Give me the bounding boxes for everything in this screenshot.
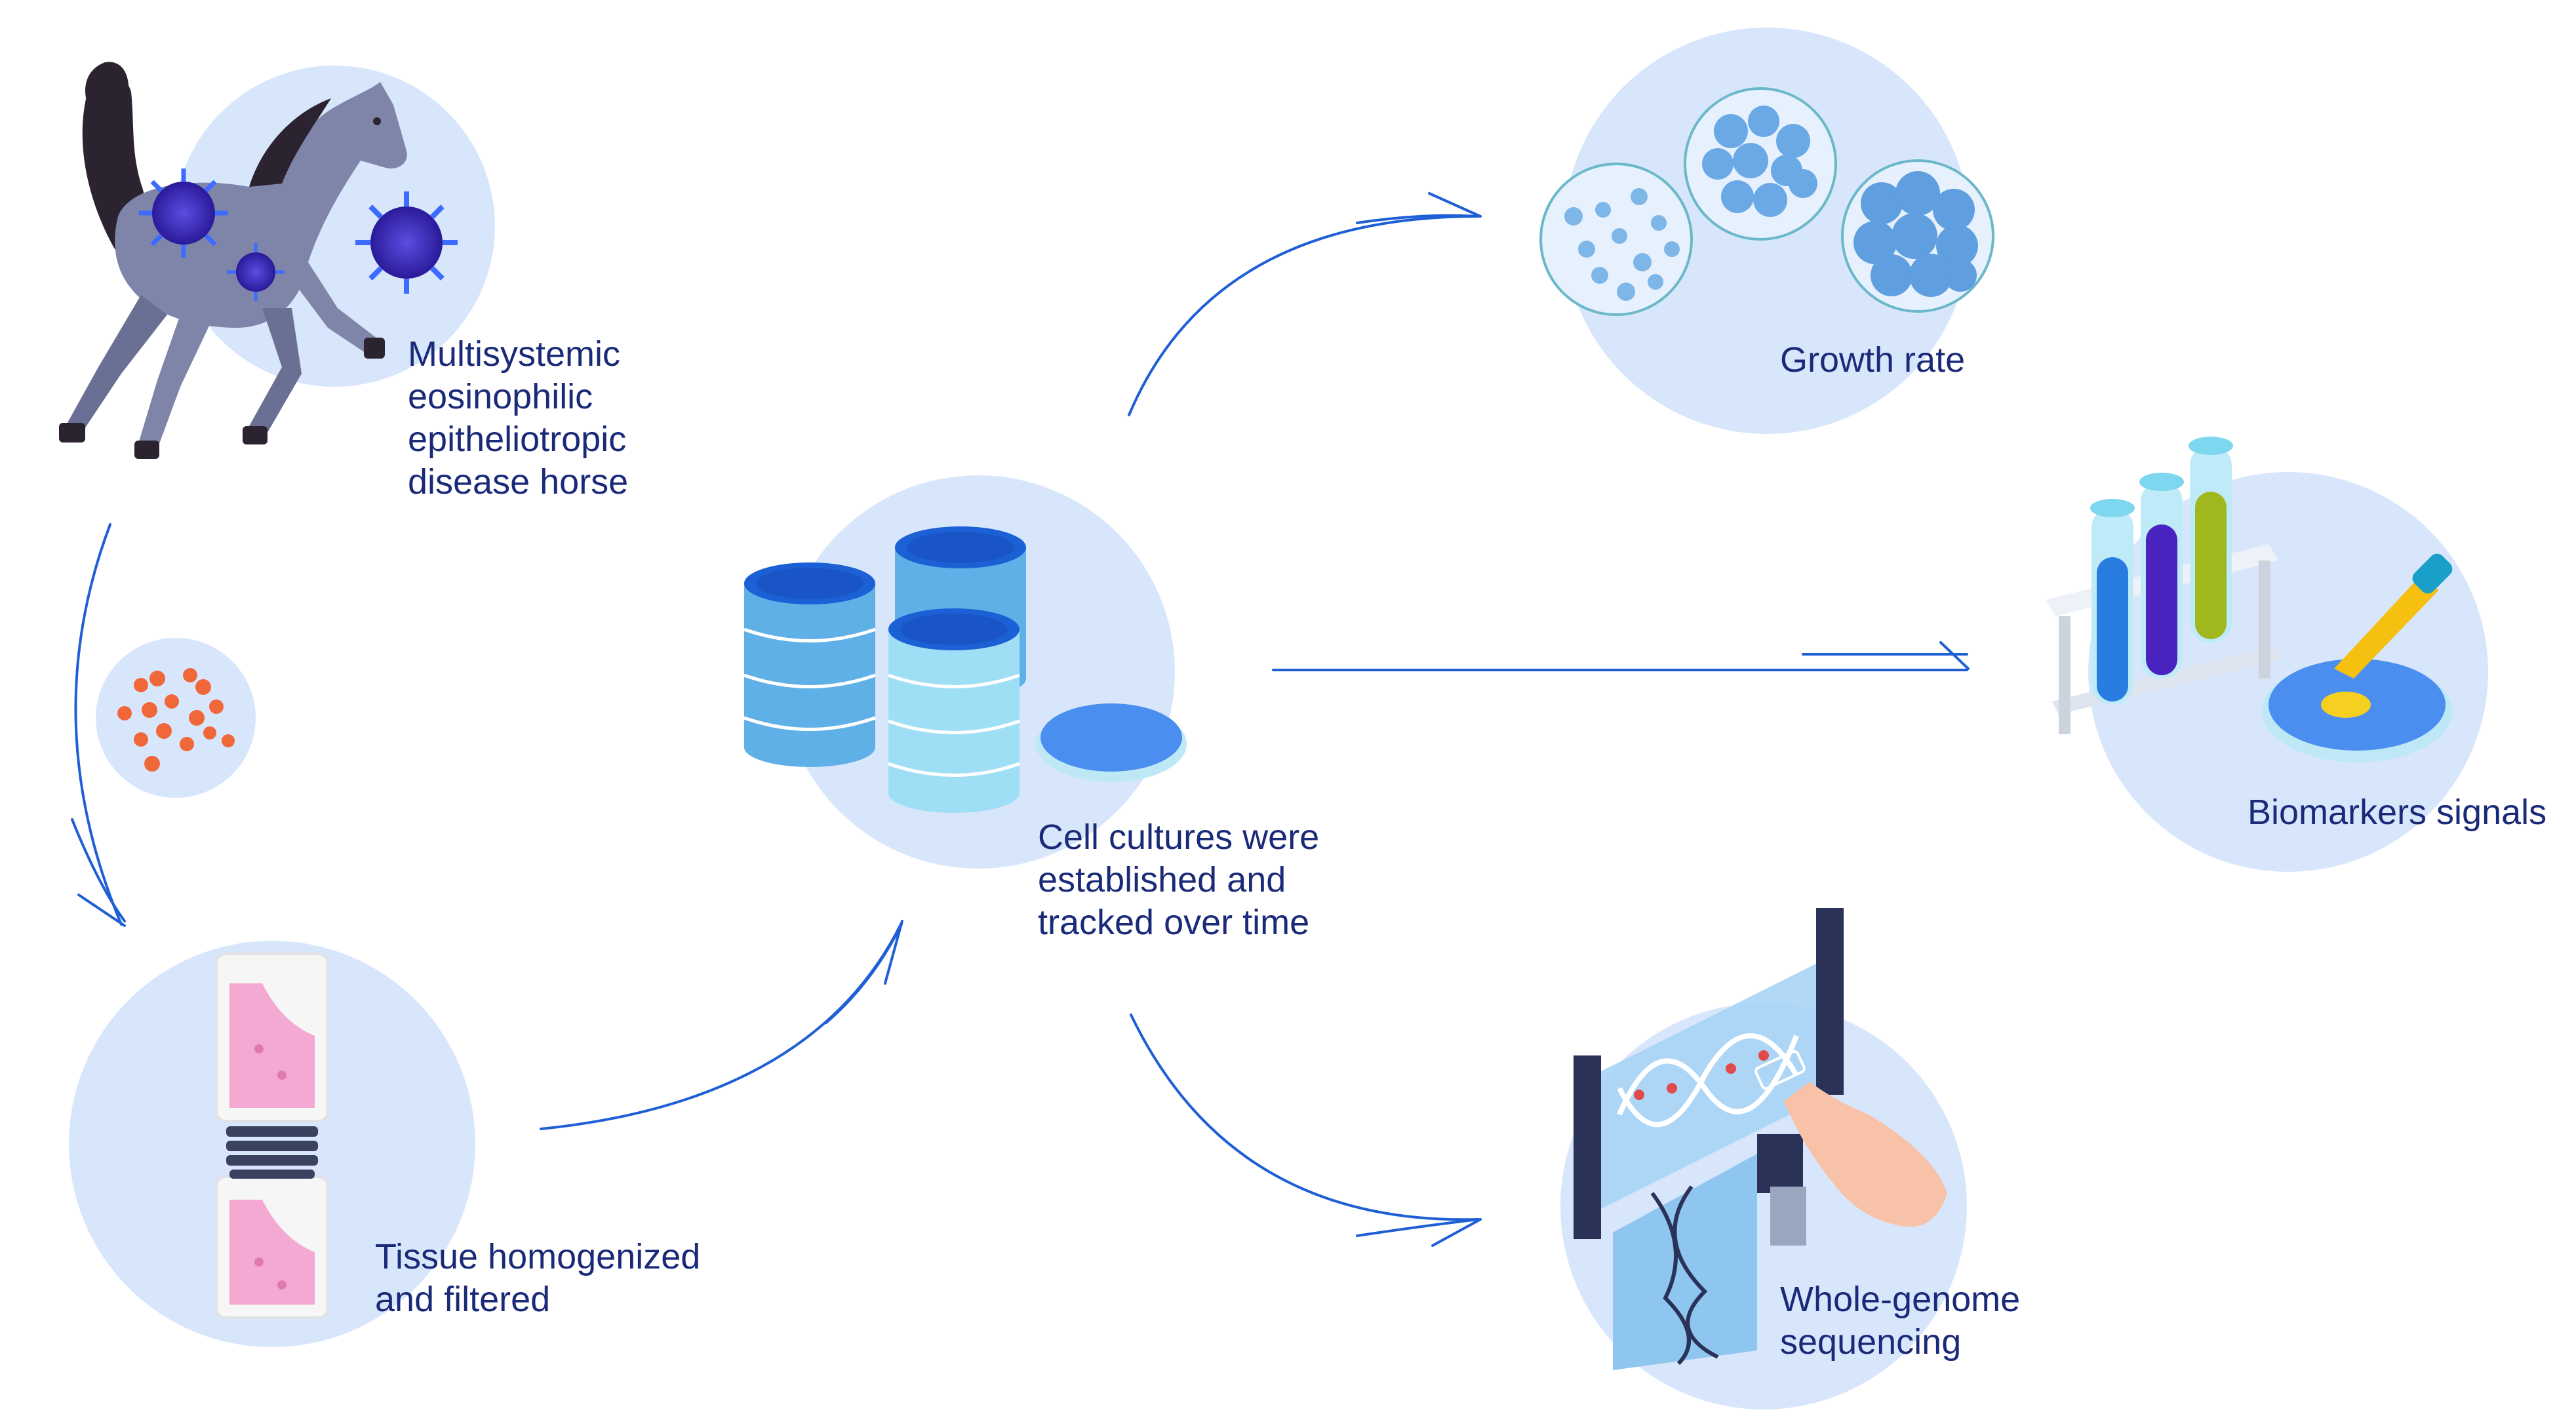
virus-icon bbox=[139, 168, 228, 258]
dna-screen-icon bbox=[1574, 908, 1947, 1370]
label-tissue-line-1: Tissue homogenized bbox=[375, 1237, 701, 1276]
culture-flasks-icon bbox=[743, 526, 1187, 813]
arrow-horse-to-tissue bbox=[71, 523, 126, 927]
horse-with-virus-icon bbox=[59, 62, 458, 459]
arrows bbox=[71, 192, 1970, 1247]
label-growth-line-1: Growth rate bbox=[1780, 340, 1966, 380]
cell-colonies-icon bbox=[1539, 87, 1994, 316]
arrow-tissue-to-culture bbox=[540, 920, 903, 1130]
red-cells-icon bbox=[117, 668, 235, 772]
label-horse-line-3: epitheliotropic bbox=[408, 420, 627, 459]
label-biomarkers-line-1: Biomarkers signals bbox=[2248, 793, 2547, 832]
label-horse-line-2: eosinophilic bbox=[408, 377, 593, 416]
label-biomarkers: Biomarkers signals bbox=[2248, 791, 2546, 834]
label-growth: Growth rate bbox=[1780, 339, 1965, 382]
label-culture-line-1: Cell cultures were bbox=[1038, 817, 1320, 857]
arrow-culture-to-biomarkers bbox=[1272, 641, 1970, 671]
label-horse: Multisystemic eosinophilic epitheliotrop… bbox=[408, 333, 628, 503]
virus-icon bbox=[355, 191, 458, 294]
homogenizer-tubes-icon bbox=[215, 953, 329, 1319]
label-genome: Whole-genome sequencing bbox=[1780, 1278, 2020, 1364]
label-culture-line-3: tracked over time bbox=[1038, 903, 1310, 942]
label-horse-line-1: Multisystemic bbox=[408, 334, 621, 374]
label-culture-line-2: established and bbox=[1038, 860, 1286, 899]
label-tissue: Tissue homogenized and filtered bbox=[375, 1236, 700, 1321]
label-horse-line-4: disease horse bbox=[408, 462, 629, 502]
label-tissue-line-2: and filtered bbox=[375, 1280, 551, 1319]
arrow-culture-to-genome bbox=[1130, 1014, 1482, 1247]
test-tubes-icon bbox=[2046, 437, 2453, 762]
label-genome-line-1: Whole-genome bbox=[1780, 1280, 2021, 1319]
label-culture: Cell cultures were established and track… bbox=[1038, 816, 1319, 944]
virus-icon bbox=[227, 243, 285, 301]
cells-circle bbox=[96, 638, 256, 798]
label-genome-line-2: sequencing bbox=[1780, 1322, 1962, 1362]
arrow-culture-to-growth bbox=[1128, 192, 1482, 416]
